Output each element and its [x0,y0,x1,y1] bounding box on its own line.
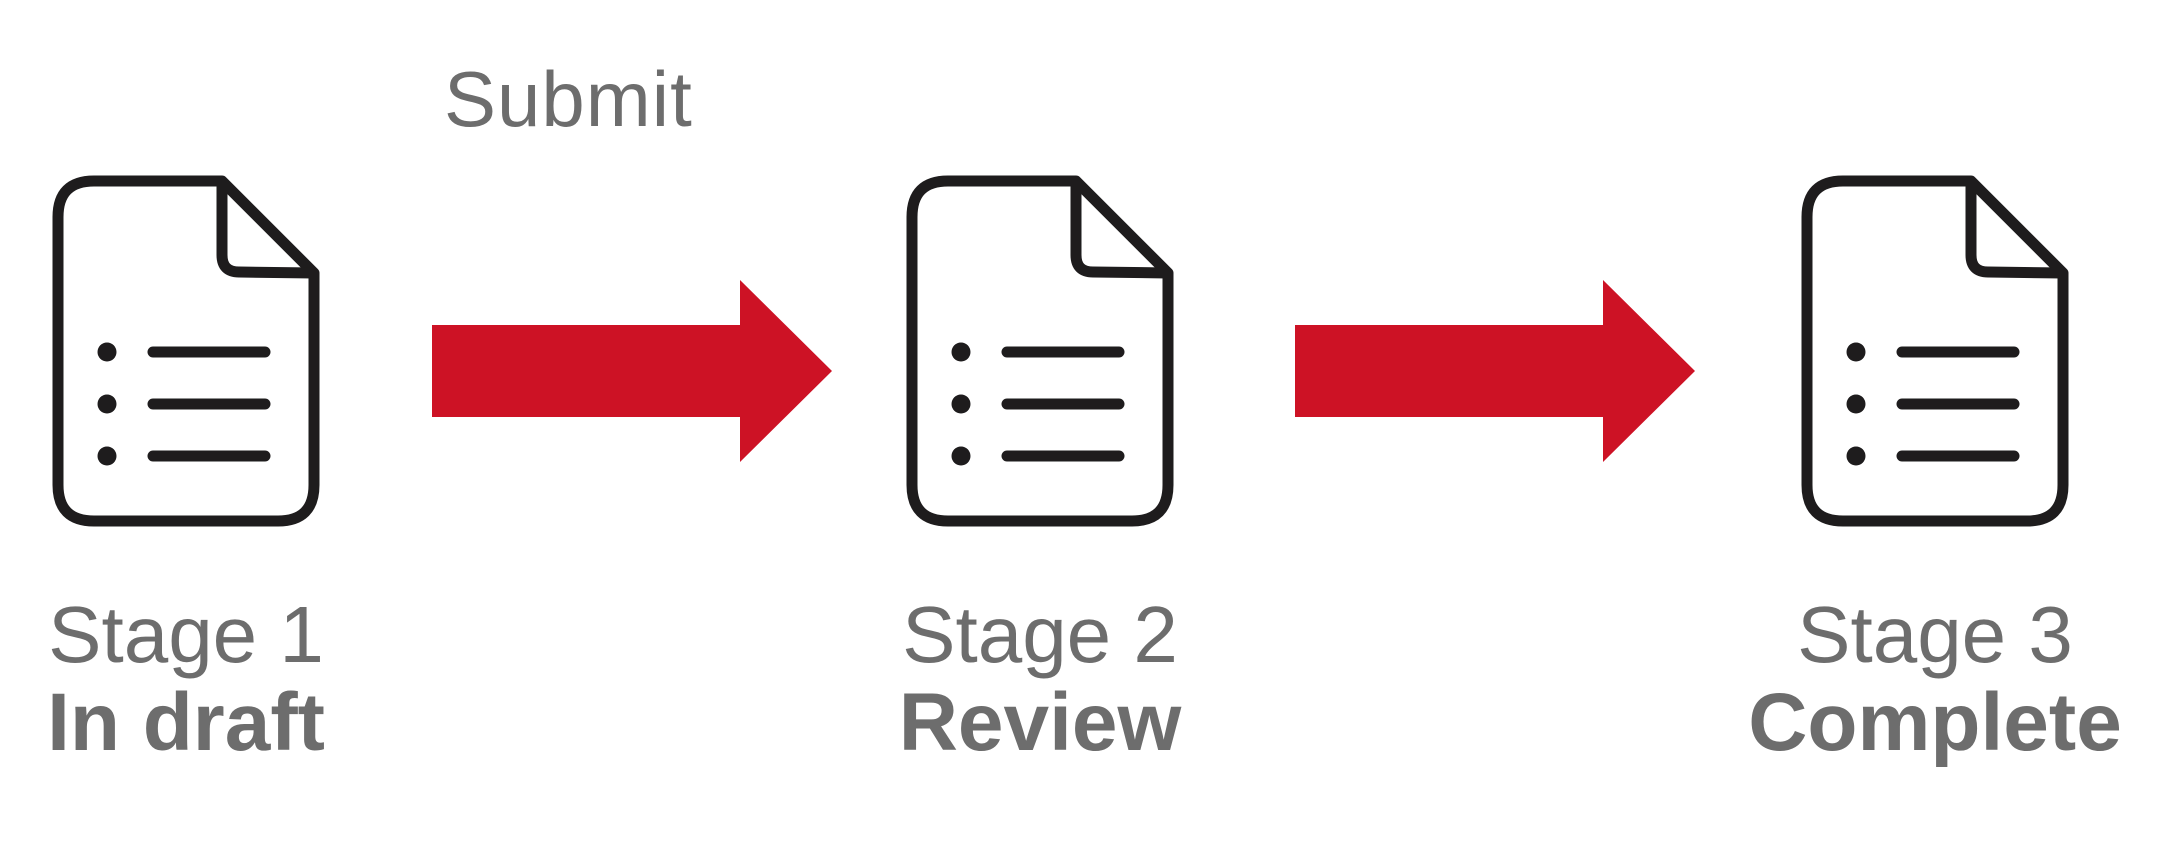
document-outline [52,175,320,527]
arrow-shape [1295,280,1695,462]
document-list-icon [1801,175,2069,527]
flow-arrow-right [1295,280,1695,462]
stage-name-label: Stage 2 [902,590,1178,679]
stage-labels: Stage 3 Complete [1715,591,2155,767]
bullet-dots [1846,342,1866,466]
document-list-icon [52,175,320,527]
stage-group-2: Stage 2 Review [820,175,1260,767]
flow-arrow-right [432,280,832,462]
stage-labels: Stage 1 In draft [0,591,406,767]
bullet-dots [97,342,117,466]
stage-name-label: Stage 1 [48,590,324,679]
document-outline [906,175,1174,527]
stage-group-1: Stage 1 In draft [0,175,406,767]
bullet-dots [951,342,971,466]
document-list-icon [906,175,1174,527]
arrow-label-submit: Submit [444,55,693,143]
stage-name-label: Stage 3 [1797,590,2073,679]
stage-status-label: Complete [1748,677,2122,768]
stage-labels: Stage 2 Review [820,591,1260,767]
stage-status-label: In draft [47,677,325,768]
arrow-shape [432,280,832,462]
stage-group-3: Stage 3 Complete [1715,175,2155,767]
stage-status-label: Review [898,677,1182,768]
document-outline [1801,175,2069,527]
